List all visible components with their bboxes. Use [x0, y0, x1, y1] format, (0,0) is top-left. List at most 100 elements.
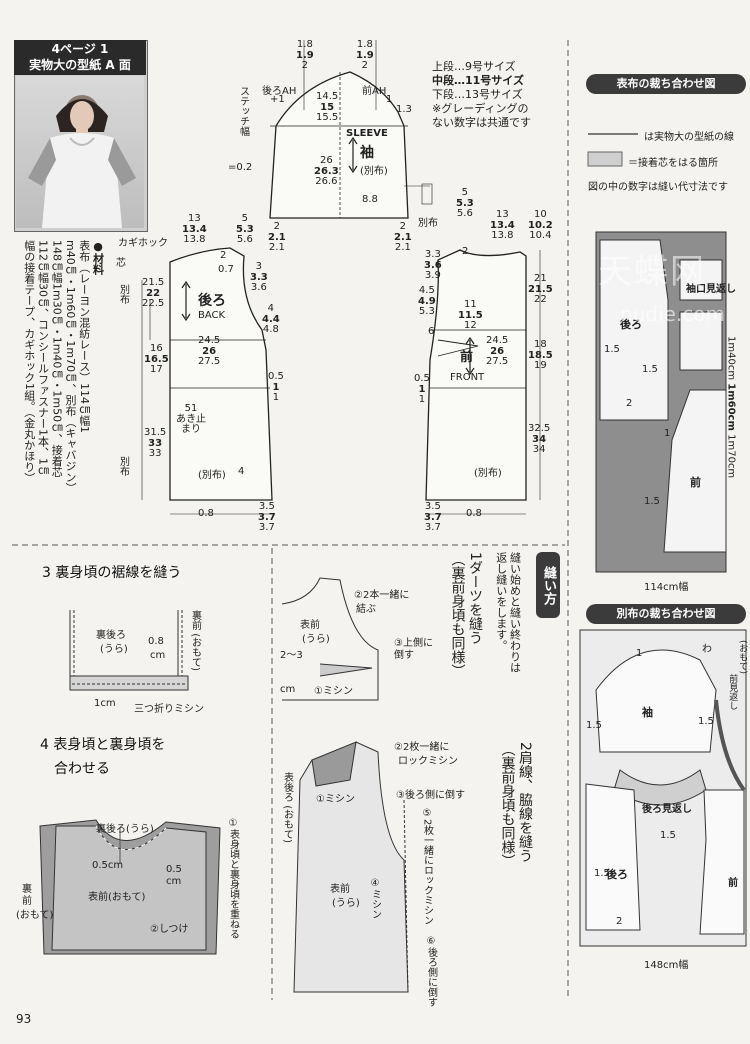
- step1-drawing: [281, 577, 379, 701]
- dim: 11.5: [458, 309, 483, 321]
- step4-ura: 裏: [22, 884, 32, 895]
- front-bodice-pattern: [425, 249, 541, 515]
- step4-05b: 0.5: [166, 864, 182, 875]
- size-legend-11: 中段…11号サイズ: [432, 74, 524, 87]
- back-label-jp: 後ろ: [198, 293, 226, 309]
- step2-drawing: [293, 741, 409, 993]
- dim: 5.6: [456, 208, 473, 219]
- dim: 10.2: [528, 219, 553, 231]
- dim: 1.8: [296, 39, 313, 50]
- step1-front: 表前: [300, 620, 320, 631]
- size-legend-note2: ない数字は共通です: [432, 116, 531, 129]
- step4-back: 裏後ろ(うら): [96, 824, 154, 835]
- dim: 3: [255, 261, 263, 272]
- step3-08-cm: cm: [150, 650, 166, 661]
- step2-back-omote: (おもて): [281, 805, 293, 843]
- step3-drawing: [69, 610, 189, 691]
- dim: 24.5: [198, 335, 221, 346]
- dim: 2.1: [394, 231, 412, 243]
- layout1-facing: 袖口見返し: [686, 284, 736, 295]
- dim: 1.9: [296, 49, 314, 61]
- step3-front: 裏前 (おもて): [188, 610, 201, 671]
- front-waist-len: 18 18.5 19: [528, 339, 553, 372]
- step4-front: 表前(おもて): [88, 892, 146, 903]
- layout2-omote: (おもて): [737, 640, 748, 675]
- dim: 3.6: [424, 259, 442, 271]
- size-legend-note1: ※グレーディングの: [432, 102, 529, 115]
- front-side-dims: 0.5 1 1: [414, 373, 430, 406]
- front-k6: 6: [428, 326, 435, 337]
- layout1-drawing: [587, 133, 727, 573]
- dim: 1: [272, 381, 280, 393]
- dim: 4.8: [262, 324, 279, 335]
- layout2-n15d: 1.5: [660, 830, 676, 841]
- layout1-title: 表布の裁ち合わせ図: [586, 74, 746, 94]
- layout1-legend-line: は実物大の型紙の線: [644, 132, 734, 143]
- layout2-back-facing: 後ろ見返し: [642, 804, 692, 815]
- step1-title: 1ダーツを縫う: [467, 552, 483, 645]
- layout2-drawing: [579, 629, 747, 947]
- dim: 3.7: [258, 522, 275, 533]
- back-n2: 2: [220, 250, 227, 261]
- dim: 0.5: [268, 371, 284, 382]
- layout1-len3: 1m70cm: [725, 434, 737, 479]
- layout2-n1: 1: [636, 648, 643, 659]
- layout1-lengths: 1m40cm 1m60cm 1m70cm: [724, 336, 737, 478]
- back-0-7: 0.7: [218, 264, 234, 275]
- layout2-n15b: 1.5: [698, 716, 714, 727]
- sleeve-cloth: (別布): [360, 166, 388, 177]
- back-waist-len: 16 16.5 17: [144, 343, 169, 376]
- step3-front-label: 裏前: [189, 610, 201, 630]
- step4-overlap: ①表身頃と裏身頃を重ねる: [227, 818, 239, 939]
- front-n2: 2: [462, 246, 469, 257]
- front-top-dims: 13 13.4 13.8: [490, 209, 515, 242]
- back-hem-dims: 3.5 3.7 3.7: [258, 501, 276, 534]
- step4-drawing: [39, 819, 221, 955]
- page-number: 93: [16, 1012, 32, 1026]
- layout1-n15b: 1.5: [642, 364, 658, 375]
- dim: 5.3: [456, 197, 474, 209]
- size-legend: 上段…9号サイズ 中段…11号サイズ 下段…13号サイズ ※グレーディングの な…: [432, 60, 531, 130]
- dim: 4.9: [418, 295, 436, 307]
- dim: 21.5: [142, 277, 165, 288]
- dim: 13: [187, 213, 201, 224]
- dim: 14.5: [316, 91, 339, 102]
- sleeve-1-3: 1.3: [396, 104, 412, 115]
- step2-front: 表前: [330, 884, 350, 895]
- layout2-front: 前: [728, 878, 738, 889]
- dim: 26: [202, 345, 217, 357]
- materials-line-5: 幅の接着テープ、カギホック1組。（金丸かほり）: [22, 240, 36, 484]
- grain-arrows: [181, 136, 475, 376]
- dim: 3.6: [250, 282, 267, 293]
- materials-line-4: 112㎝幅30㎝、コンシールファスナー1本、1㎝: [36, 240, 50, 476]
- step4-05c: cm: [166, 876, 182, 887]
- layout1-len1: 1m40cm: [725, 336, 737, 381]
- step1-press: ③上側に: [394, 638, 433, 649]
- dim: 24.5: [486, 335, 509, 346]
- layout1-n2: 2: [626, 398, 633, 409]
- dim: 4: [267, 303, 275, 314]
- sleeve-front-ah: 前AH: [362, 86, 387, 97]
- sleeve-back-ah: 後ろAH: [262, 86, 297, 97]
- layout1-width: 114cm幅: [644, 582, 689, 593]
- header-line1: 4ページ 1: [51, 42, 109, 56]
- dim: 32.5: [528, 423, 551, 434]
- dim: 4.5: [418, 285, 435, 296]
- front-width-dims: 24.5 26 27.5: [486, 335, 509, 368]
- back-core: 芯: [116, 258, 126, 269]
- dim: 5.3: [236, 223, 254, 235]
- dim: 3.7: [424, 522, 441, 533]
- dim: 2.1: [268, 231, 286, 243]
- layout2-width: 148cm幅: [644, 960, 689, 971]
- front-label-en: FRONT: [450, 372, 485, 383]
- dim: 16.5: [144, 353, 169, 365]
- dim: 27.5: [486, 356, 509, 367]
- back-hem-4: 4: [238, 466, 245, 477]
- back-bodice-pattern: [141, 247, 273, 515]
- step2-machine-side: ④ミシン: [369, 878, 381, 919]
- dim: 3.5: [424, 501, 441, 512]
- back-side-dims: 4 4.4 4.8: [262, 303, 280, 336]
- back-bef-top: 別布: [117, 284, 129, 304]
- dim: 2: [361, 60, 369, 71]
- watermark-url: nudie.com: [620, 302, 725, 326]
